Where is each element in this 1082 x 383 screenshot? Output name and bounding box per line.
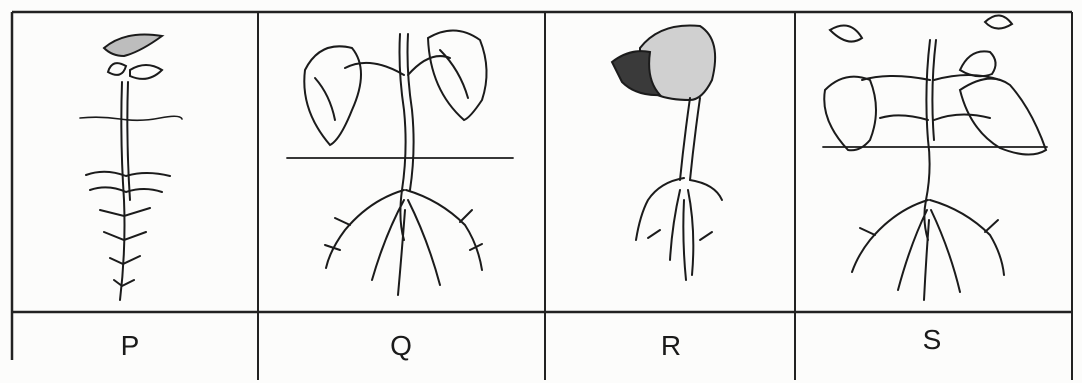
seedling-s-illustration	[823, 15, 1047, 300]
seedling-p-illustration	[80, 35, 182, 301]
seedling-r-illustration	[612, 25, 722, 280]
label-p: P	[70, 330, 190, 362]
label-s: S	[872, 324, 992, 356]
label-r: R	[611, 330, 731, 362]
label-q: Q	[341, 330, 461, 362]
seedling-q-illustration	[287, 30, 513, 295]
